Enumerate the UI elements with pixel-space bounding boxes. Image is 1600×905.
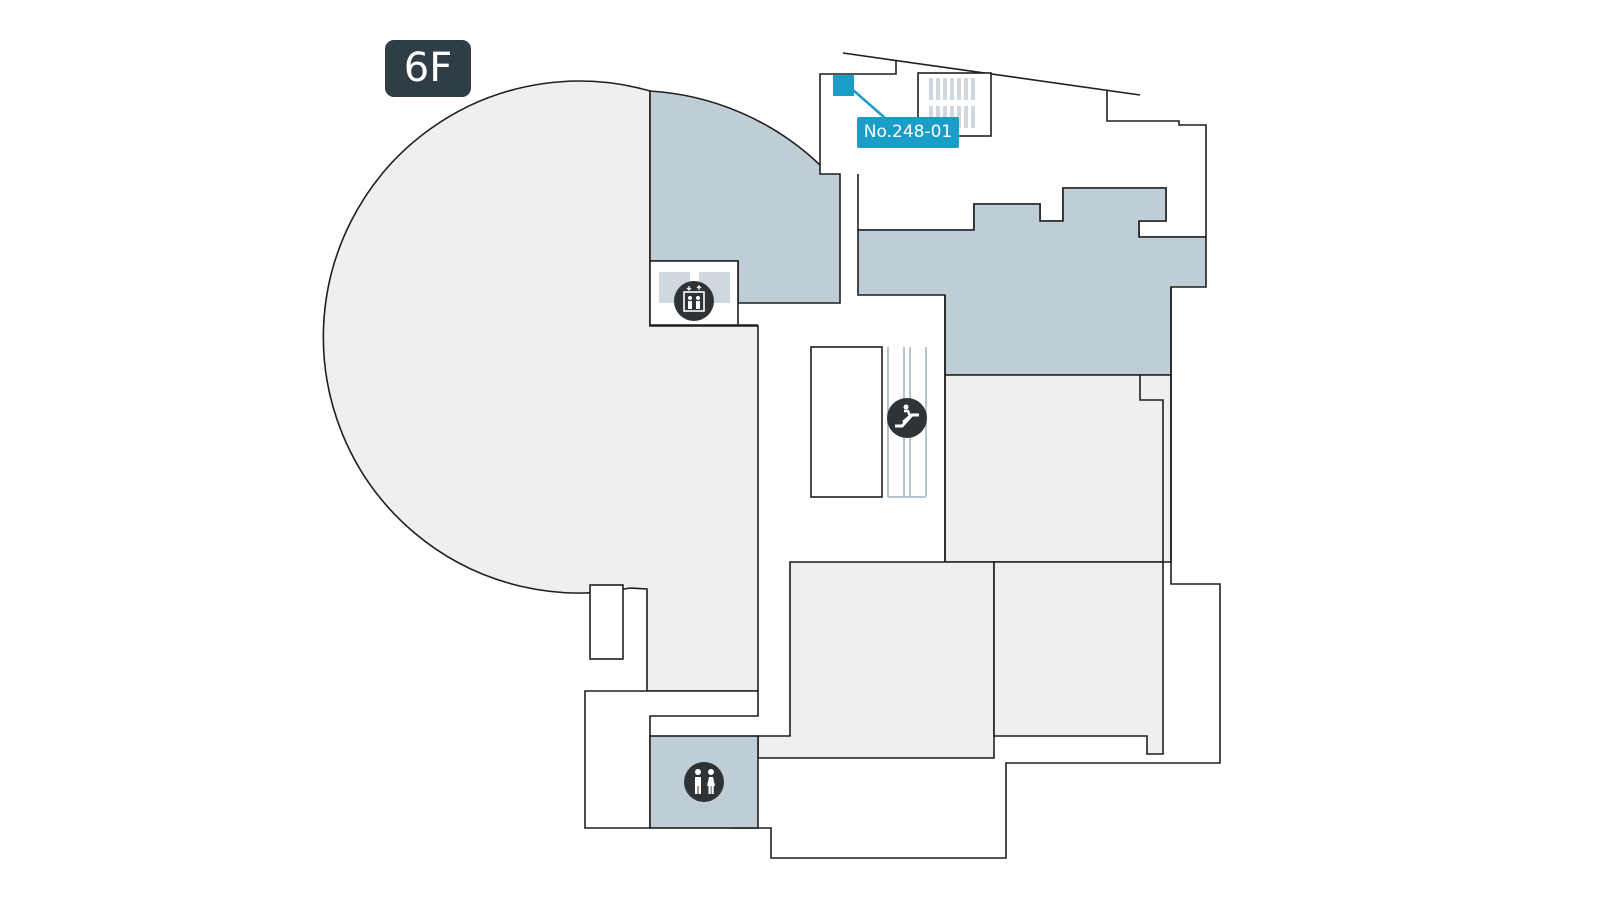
escalator-void <box>810 346 883 498</box>
restroom-corridor <box>584 690 759 829</box>
room-east-middle <box>944 374 1172 563</box>
room-service-upper-right <box>857 187 1207 376</box>
wall-north-corridor <box>819 61 897 165</box>
location-marker-leader <box>852 89 886 119</box>
room-service-upper-left <box>649 90 841 304</box>
location-marker-label[interactable]: No.248-01 <box>857 117 959 148</box>
elevator-icon <box>674 281 714 321</box>
room-south-right <box>993 561 1164 755</box>
location-marker-square <box>833 75 854 96</box>
room-south-left <box>757 561 995 759</box>
room-small-annex <box>589 584 624 660</box>
restroom-icon <box>684 762 724 802</box>
wall-east-perimeter <box>730 287 1221 859</box>
wall-east-notch <box>1139 375 1164 562</box>
escalator-icon <box>887 398 927 438</box>
floor-label: 6F <box>385 40 471 97</box>
